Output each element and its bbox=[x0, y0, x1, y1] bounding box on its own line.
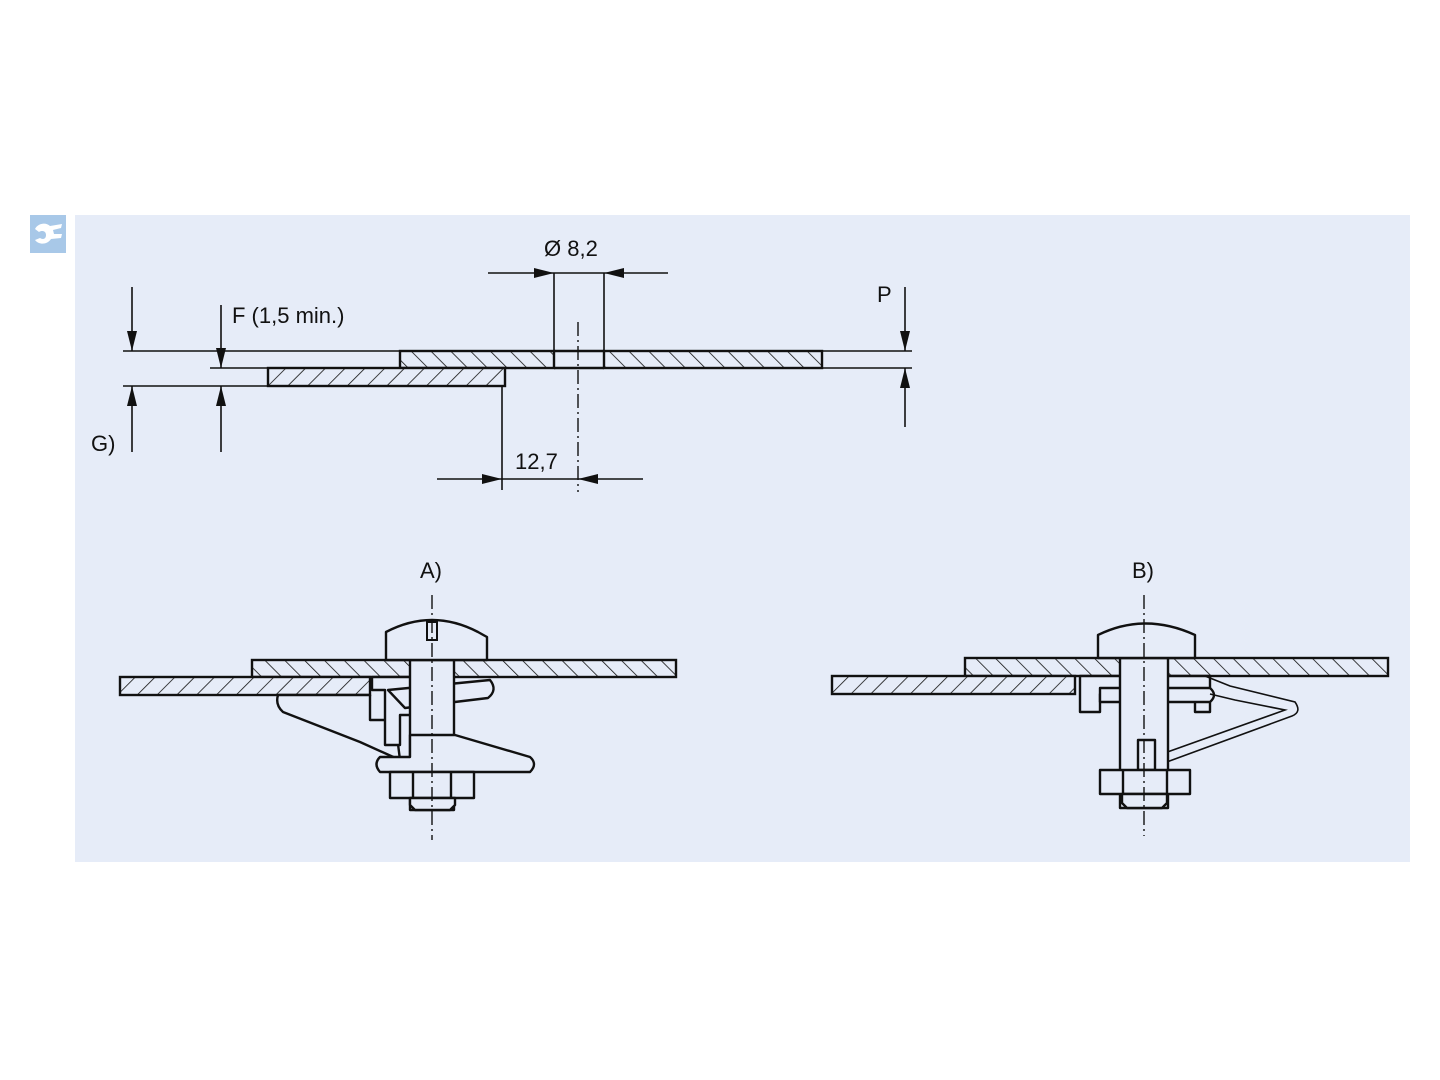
nut bbox=[1098, 768, 1192, 796]
screw-tip bbox=[408, 796, 457, 812]
screw-head bbox=[1096, 622, 1197, 660]
label-offset: 12,7 bbox=[515, 449, 558, 474]
upper-plate bbox=[963, 656, 1390, 678]
label-a: A) bbox=[420, 558, 442, 583]
label-p: P bbox=[877, 282, 892, 307]
label-b: B) bbox=[1132, 558, 1154, 583]
label-g: G) bbox=[91, 431, 115, 456]
lower-plate bbox=[830, 674, 1077, 696]
wrench-icon bbox=[30, 215, 66, 253]
label-diameter: Ø 8,2 bbox=[544, 236, 598, 261]
lower-plate bbox=[266, 366, 507, 388]
spring-wire bbox=[1144, 675, 1299, 771]
upper-plate bbox=[250, 658, 678, 679]
clip-leg bbox=[375, 733, 536, 774]
top-view: G) F (1,5 min.) P Ø 8,2 12,7 bbox=[91, 236, 912, 492]
upper-plate-right bbox=[602, 349, 824, 370]
view-b: B) bbox=[830, 558, 1390, 836]
upper-plate-left bbox=[398, 349, 556, 370]
label-f: F (1,5 min.) bbox=[232, 303, 344, 328]
clip-leg bbox=[1136, 738, 1157, 772]
lower-plate bbox=[118, 675, 372, 697]
spring-clip bbox=[275, 693, 402, 762]
brand-logo bbox=[30, 215, 66, 253]
view-a: A) bbox=[118, 558, 678, 840]
